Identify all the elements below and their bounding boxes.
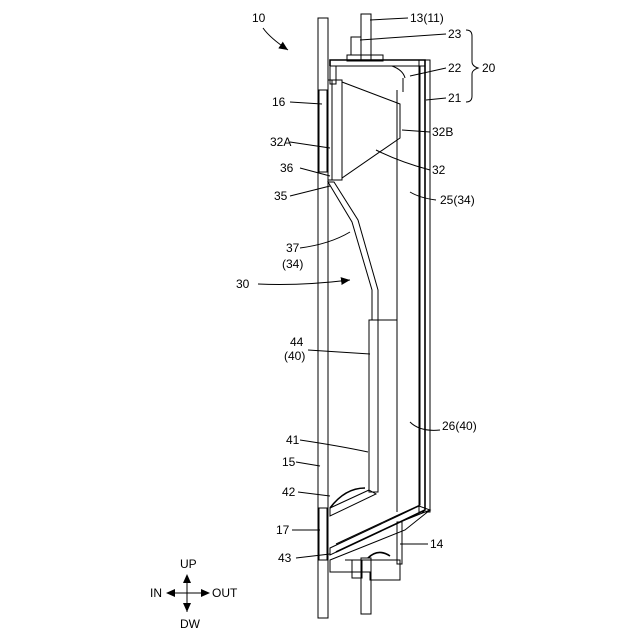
label-32b: 32B [432,125,453,139]
label-35: 35 [274,189,288,203]
arrow-up-icon [183,574,191,583]
label-36: 36 [280,161,294,175]
label-14: 14 [430,537,444,551]
direction-indicator: UP DW IN OUT [150,557,238,631]
bracket-20 [466,30,478,102]
inner-panel-15 [318,18,328,618]
leader-lines [258,18,446,558]
label-30: 30 [236,277,250,291]
label-15: 15 [282,455,296,469]
direction-up-label: UP [180,557,197,571]
label-17: 17 [276,523,290,537]
arrow-down-icon [183,603,191,612]
label-23: 23 [448,27,462,41]
component-32 [328,80,400,180]
label-32a: 32A [270,135,291,149]
label-22: 22 [448,61,462,75]
label-21: 21 [448,91,462,105]
label-42: 42 [282,485,296,499]
label-44-sub: (40) [284,349,305,363]
label-43: 43 [278,551,292,565]
direction-in-label: IN [150,586,162,600]
label-20: 20 [482,61,496,75]
label-13: 13(11) [410,11,444,25]
outer-panel-13 [361,14,371,614]
label-26: 26(40) [442,419,477,433]
label-37-sub: (34) [282,257,303,271]
label-44: 44 [290,335,304,349]
clip-14 [352,522,402,578]
label-37: 37 [286,241,300,255]
direction-down-label: DW [180,617,201,631]
label-10: 10 [252,11,266,25]
label-32: 32 [432,163,446,177]
arrow-left-icon [166,589,175,597]
clip-23 [347,37,383,61]
direction-out-label: OUT [212,586,238,600]
reference-labels: 10 13(11) 23 22 20 21 16 32A 32B 36 32 3… [236,11,496,565]
arrow-right-icon [201,589,210,597]
label-16: 16 [272,95,286,109]
member-30 [328,182,397,516]
label-25: 25(34) [440,193,475,207]
label-41: 41 [286,433,300,447]
